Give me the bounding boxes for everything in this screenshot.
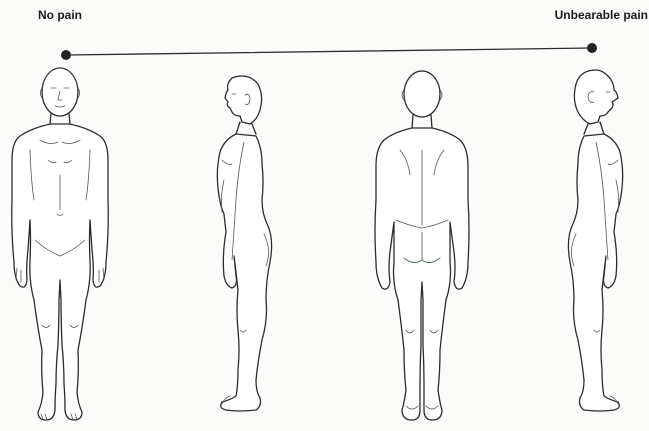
body-figure-back[interactable] — [375, 71, 469, 420]
pain-scale[interactable] — [61, 43, 597, 60]
pain-scale-min-dot — [61, 50, 71, 60]
body-figure-front[interactable] — [12, 68, 109, 420]
body-figure-left-side[interactable] — [217, 76, 271, 411]
body-figure-right-side[interactable] — [568, 70, 622, 411]
pain-scale-line[interactable] — [66, 48, 592, 55]
pain-scale-max-dot — [587, 43, 597, 53]
